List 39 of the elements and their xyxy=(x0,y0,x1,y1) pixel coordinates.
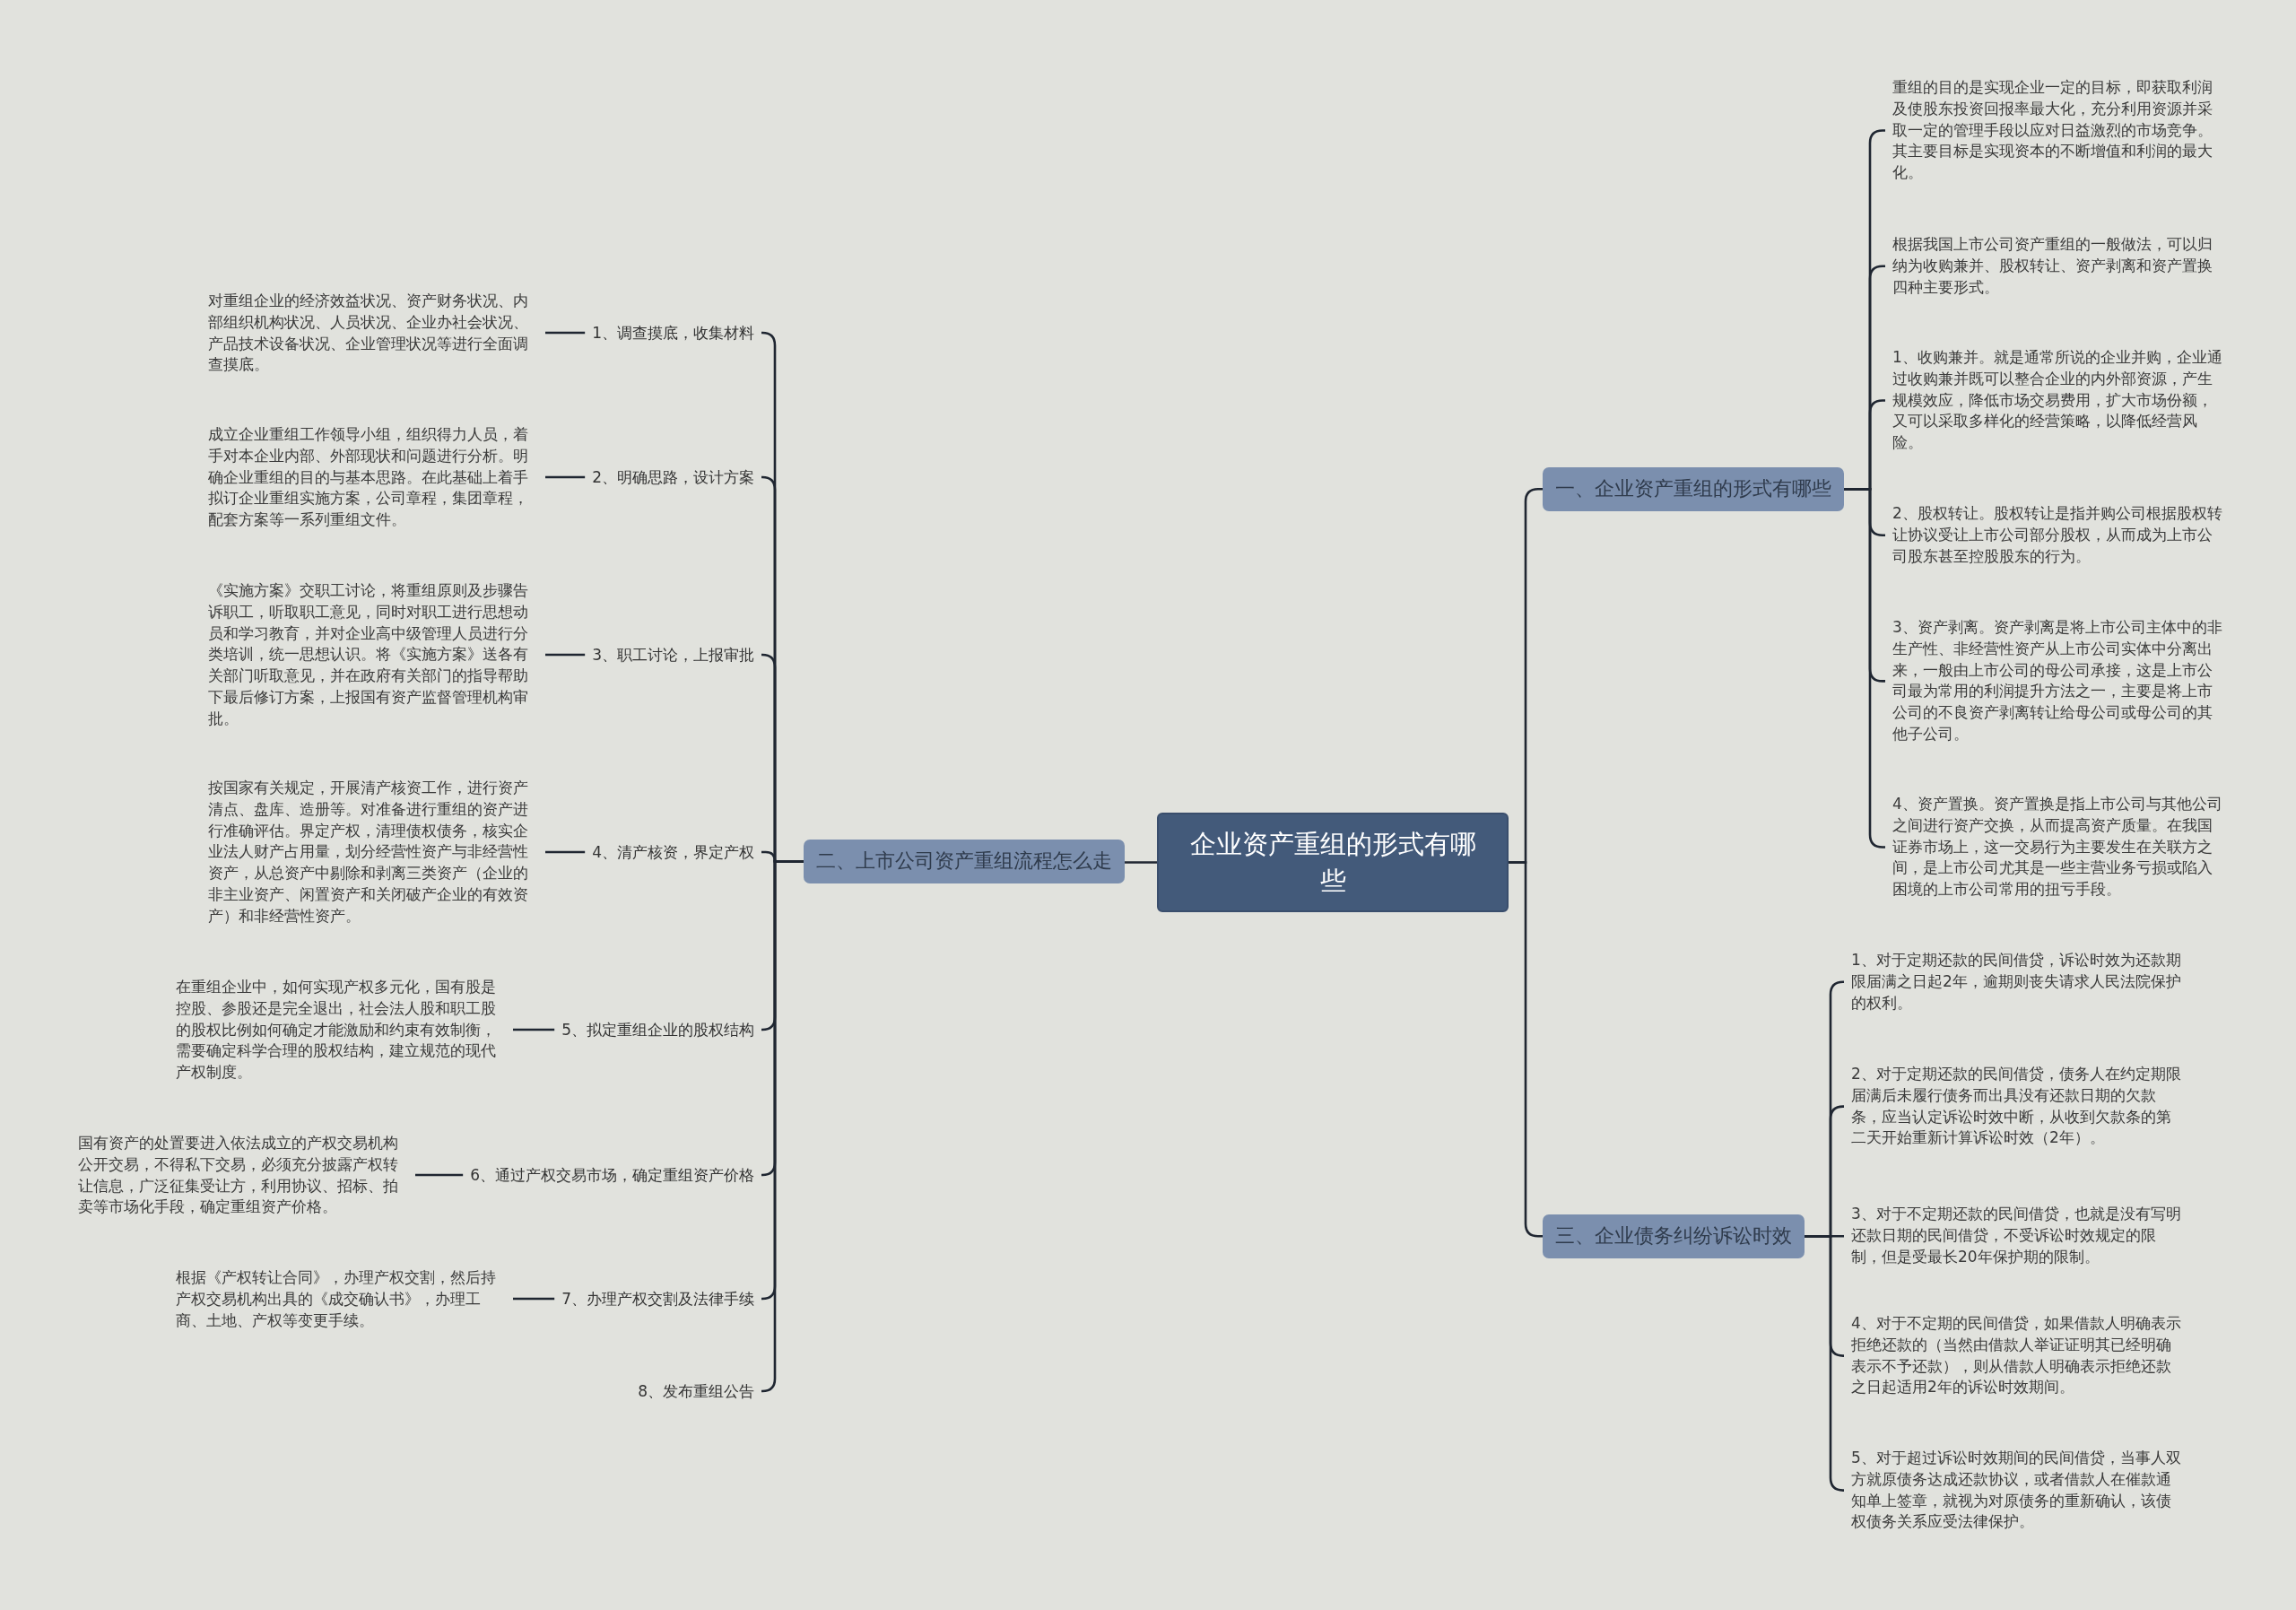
connector-line xyxy=(545,475,586,479)
connector-line xyxy=(1844,488,1885,849)
central-topic-box: 企业资产重组的形式有哪些 xyxy=(1157,813,1509,912)
step-label: 4、清产核资，界定产权 xyxy=(585,840,761,865)
branch-topic-box: 二、上市公司资产重组流程怎么走 xyxy=(804,840,1125,883)
detail-text: 对重组企业的经济效益状况、资产财务状况、内部组织机构状况、人员状况、企业办社会状况、产品技术设备状况、企业管理状况等进行全面调查摸底。 xyxy=(201,291,545,377)
step-label: 2、明确思路，设计方案 xyxy=(585,466,761,490)
step-label: 5、拟定重组企业的股权结构 xyxy=(554,1018,761,1042)
connector-line xyxy=(415,1173,464,1177)
detail-text: 3、资产剥离。资产剥离是将上市公司主体中的非生产性、非经营性资产从上市公司实体中分离出来，一般由上市公司的母公司承接，这是上市公司最为常用的利润提升方法之一，主要是将上市公司的不良资产剥离转让给母公司或母公司的其他子公司。 xyxy=(1885,617,2230,745)
detail-text: 3、对于不定期还款的民间借贷，也就是没有写明还款日期的民间借贷，不受诉讼时效规定的限制，但是受最长20年保护期的限制。 xyxy=(1844,1204,2188,1268)
branch-topic-box: 一、企业资产重组的形式有哪些 xyxy=(1543,467,1844,511)
connector-line xyxy=(545,653,586,657)
step-label: 6、通过产权交易市场，确定重组资产价格 xyxy=(463,1163,761,1188)
detail-text: 根据《产权转让合同》，办理产权交割，然后持产权交易机构出具的《成交确认书》，办理工商、土地、产权等变更手续。 xyxy=(169,1267,513,1332)
detail-text: 4、对于不定期的民间借贷，如果借款人明确表示拒绝还款的（当然由借款人举证证明其已经明确表示不予还款），则从借款人明确表示拒绝还款之日起适用2年的诉讼时效期间。 xyxy=(1844,1313,2188,1399)
detail-text: 4、资产置换。资产置换是指上市公司与其他公司之间进行资产交换，从而提高资产质量。在我国证券市场上，这一交易行为主要发生在关联方之间，是上市公司尤其是一些主营业务亏损或陷入困境的上市公司常用的扭亏手段。 xyxy=(1885,794,2230,901)
detail-text: 根据我国上市公司资产重组的一般做法，可以归纳为收购兼并、股权转让、资产剥离和资产置换四种主要形式。 xyxy=(1885,234,2230,299)
detail-text: 国有资产的处置要进入依法成立的产权交易机构公开交易，不得私下交易，必须充分披露产权转让信息，广泛征集受让方，利用协议、招标、拍卖等市场化手段，确定重组资产价格。 xyxy=(71,1133,415,1219)
connector-line xyxy=(545,331,586,335)
connector-line xyxy=(513,1297,555,1301)
branch-topic-box: 三、企业债务纠纷诉讼时效 xyxy=(1543,1214,1805,1258)
step-label: 1、调查摸底，收集材料 xyxy=(585,321,761,345)
detail-text: 重组的目的是实现企业一定的目标，即获取利润及使股东投资回报率最大化，充分利用资源并采取一定的管理手段以应对日益激烈的市场竞争。其主要目标是实现资本的不断增值和利润的最大化。 xyxy=(1885,77,2230,184)
detail-text: 在重组企业中，如何实现产权多元化，国有股是控股、参股还是完全退出，社会法人股和职工股的股权比例如何确定才能激励和约束有效制衡，需要确定科学合理的股权结构，建立规范的现代产权制度。 xyxy=(169,977,513,1083)
detail-text: 成立企业重组工作领导小组，组织得力人员，着手对本企业内部、外部现状和问题进行分析。明确企业重组的目的与基本思路。在此基础上着手拟订企业重组实施方案，公司章程，集团章程，配套方案等一系列重组文件。 xyxy=(201,424,545,531)
detail-text: 5、对于超过诉讼时效期间的民间借贷，当事人双方就原债务达成还款协议，或者借款人在催款通知单上签章，就视为对原债务的重新确认，该债权债务关系应受法律保护。 xyxy=(1844,1448,2188,1534)
step-label: 3、职工讨论，上报审批 xyxy=(585,643,761,667)
detail-text: 1、对于定期还款的民间借贷，诉讼时效为还款期限届满之日起2年，逾期则丧失请求人民法院保护的权利。 xyxy=(1844,950,2188,1014)
connector-line xyxy=(545,850,586,854)
step-label: 7、办理产权交割及法律手续 xyxy=(554,1287,761,1311)
detail-text: 1、收购兼并。就是通常所说的企业并购，企业通过收购兼并既可以整合企业的内外部资源，产生规模效应，降低市场交易费用，扩大市场份额，又可以采取多样化的经营策略，以降低经营风险。 xyxy=(1885,347,2230,454)
detail-text: 按国家有关规定，开展清产核资工作，进行资产清点、盘库、造册等。对准备进行重组的资产进行准确评估。界定产权，清理债权债务，核实企业法人财产占用量，划分经营性资产与非经营性资产，从总资产中剔除和剥离三类资产（企业的非主业资产、闲置资产和关闭破产企业的有效资产）和非经营性资产。 xyxy=(201,778,545,927)
connector-line xyxy=(513,1028,555,1031)
detail-text: 2、股权转让。股权转让是指并购公司根据股权转让协议受让上市公司部分股权，从而成为上市公司股东甚至控股股东的行为。 xyxy=(1885,503,2230,568)
step-label: 8、发布重组公告 xyxy=(631,1379,761,1404)
detail-text: 2、对于定期还款的民间借贷，债务人在约定期限届满后未履行债务而出具没有还款日期的欠款条，应当认定诉讼时效中断，从收到欠款条的第二天开始重新计算诉讼时效（2年）。 xyxy=(1844,1064,2188,1150)
detail-text: 《实施方案》交职工讨论，将重组原则及步骤告诉职工，听取职工意见，同时对职工进行思想动员和学习教育，并对企业高中级管理人员进行分类培训，统一思想认识。将《实施方案》送各有关部门听取意见，并在政府有关部门的指导帮助下最后修订方案，上报国有资产监督管理机构审批。 xyxy=(201,580,545,730)
connector-line xyxy=(1125,861,1157,864)
